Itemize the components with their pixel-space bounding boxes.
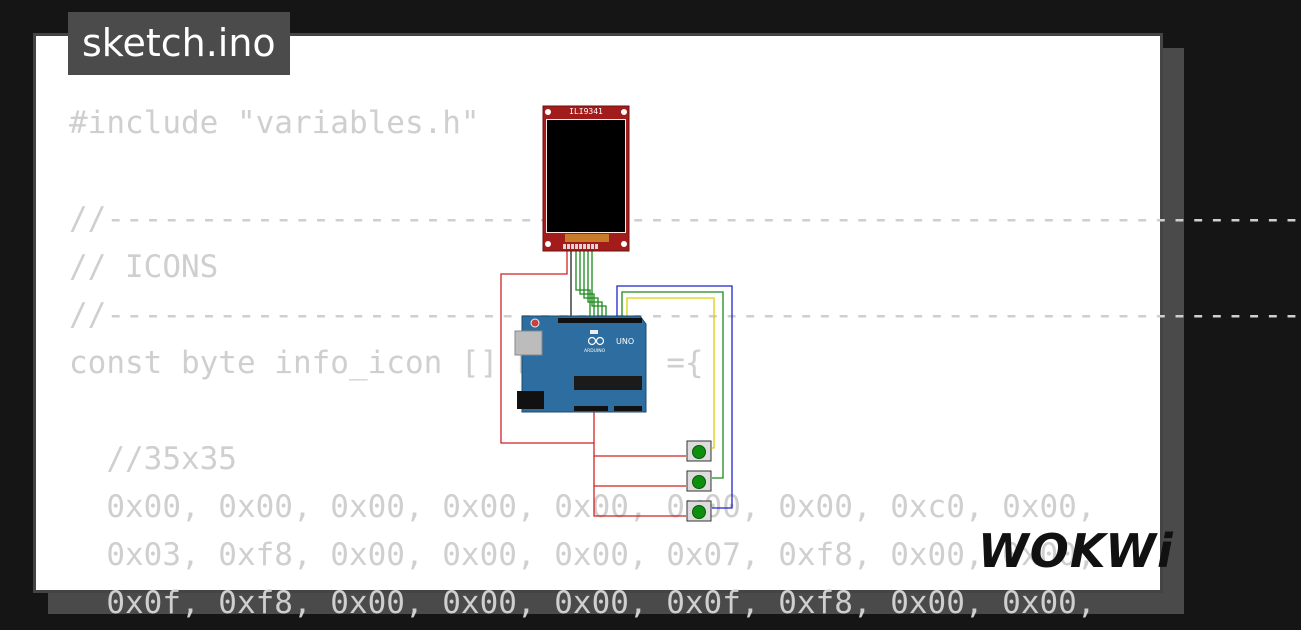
wire-green-1	[575, 249, 591, 318]
wire-red-power	[500, 249, 594, 444]
power-jack	[517, 391, 544, 409]
code-line: 0x03, 0xf8, 0x00, 0x00, 0x00, 0x07, 0xf8…	[69, 537, 1096, 573]
code-block: #include "variables.h" //----------------…	[69, 99, 1301, 627]
circuit-diagram: ILI9341 UNO ARDUINO	[500, 105, 733, 522]
push-button-2[interactable]	[686, 470, 712, 492]
wire-green-5	[591, 249, 607, 318]
usb-port	[514, 330, 543, 356]
code-line: #include "variables.h"	[69, 105, 480, 141]
ili9341-display[interactable]: ILI9341	[542, 105, 630, 252]
wire-red-button-1	[593, 410, 686, 457]
digital-header	[558, 318, 642, 323]
code-line: 0x0f, 0xf8, 0x00, 0x00, 0x00, 0x0f, 0xf8…	[69, 585, 1096, 621]
wire-green-4	[587, 249, 603, 318]
wokwi-logo: WOKWi	[978, 524, 1174, 578]
wire-red-button-2	[593, 456, 686, 487]
push-button-3[interactable]	[686, 500, 712, 522]
code-line: 0x00, 0x00, 0x00, 0x00, 0x00, 0x00, 0x00…	[69, 489, 1096, 525]
code-line: // ICONS	[69, 249, 219, 285]
code-line: //--------------------------------------…	[69, 297, 1301, 333]
wire-yellow	[626, 297, 715, 449]
wire-red-button-3	[593, 486, 686, 517]
arduino-logo-icon	[587, 336, 597, 346]
power-header	[574, 406, 608, 411]
microcontroller-chip	[574, 376, 642, 390]
wires	[500, 249, 733, 517]
code-line: //35x35	[69, 441, 237, 477]
board-name: UNO	[616, 337, 634, 346]
file-tab[interactable]: sketch.ino	[68, 12, 290, 75]
wire-blue	[616, 285, 733, 509]
arduino-uno-board[interactable]: UNO ARDUINO	[514, 315, 647, 413]
push-button-1[interactable]	[686, 440, 712, 462]
code-line: //--------------------------------------…	[69, 201, 1301, 237]
wire-green-6	[621, 291, 724, 479]
board-sublabel: ARDUINO	[584, 348, 606, 354]
display-label: ILI9341	[569, 107, 603, 116]
wire-green-3	[583, 249, 599, 318]
analog-header	[614, 406, 642, 411]
reset-button[interactable]	[530, 318, 540, 328]
